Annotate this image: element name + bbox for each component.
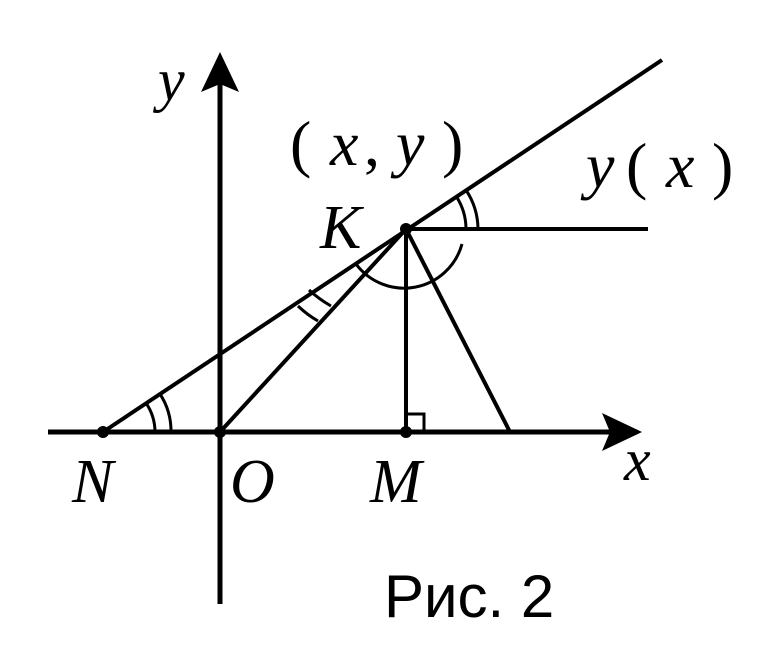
label-M: M (369, 448, 425, 516)
tangent-line (101, 58, 664, 434)
figure-caption: Рис. 2 (384, 563, 554, 630)
angle-arc-OK-outer (307, 288, 332, 308)
axis-label-x: x (623, 427, 651, 493)
angle-arc-K-large (354, 243, 464, 290)
angle-arc-OK-inner (296, 304, 319, 323)
angle-arc-K-right-outer (464, 189, 480, 230)
point-K-dot (400, 223, 412, 235)
coords-y: y (390, 108, 425, 179)
angle-arc-N-outer (158, 393, 173, 433)
normal-line (404, 228, 512, 433)
curve-fn-y: y (580, 130, 615, 201)
coords-x: x (329, 108, 358, 179)
x-axis-arrowhead (602, 413, 642, 451)
axis-label-y: y (152, 47, 185, 113)
point-M-dot (400, 426, 412, 438)
point-N-dot (97, 426, 109, 438)
coords-close-paren: ) (442, 108, 463, 179)
segment-OK (218, 227, 408, 434)
angle-arc-N-inner (144, 402, 157, 433)
curve-arg-x: x (665, 130, 694, 201)
angle-arc-K-right-inner (454, 195, 468, 230)
curve-open-paren: ( (626, 130, 647, 201)
y-axis-arrowhead (201, 52, 239, 92)
label-N: N (71, 448, 117, 516)
coords-open-paren: ( (290, 108, 311, 179)
curve-close-paren: ) (712, 130, 733, 201)
label-O: O (230, 448, 275, 516)
coords-comma: , (364, 108, 380, 179)
right-angle-mark (406, 412, 426, 432)
label-K: K (319, 194, 365, 262)
point-O-dot (214, 426, 226, 438)
